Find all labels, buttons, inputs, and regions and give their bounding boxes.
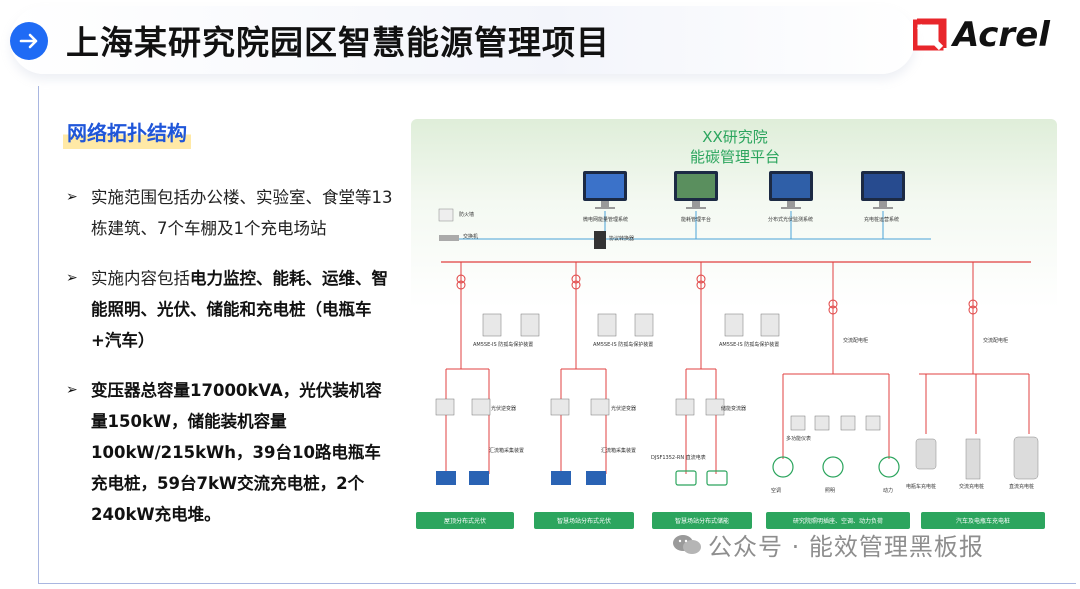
logo-text: Acrel [953,15,1050,55]
section-title: 网络拓扑结构 [63,117,191,149]
combiner-label: 汇流箱采集装置 [601,448,637,454]
watermark: 公众号 · 能效管理黑板报 [672,527,984,562]
category-box: 智慧场站分布式储能 [652,512,752,529]
monitor-icon [769,171,813,209]
monitor-icon [674,171,718,209]
topology-lines [435,171,1039,486]
bullet-item: ➢ 变压器总容量17000kVA，光伏装机容量150kW，储能装机容量100kW… [66,375,396,530]
combiner-label: 汇流箱采集装置 [489,448,525,454]
ac-cabinet-label: 交流配电柜 [983,338,1009,344]
bullet-list: ➢ 实施范围包括办公楼、实验室、食堂等13栋建筑、7个车棚及1个充电场站 ➢ 实… [66,182,396,549]
acrel-logo: Acrel [913,14,1073,56]
diagram-title: XX研究院 能碳管理平台 [671,127,799,167]
ac-cabinet-label: 交流配电柜 [843,338,869,344]
inverter-label: 光伏逆变器 [611,406,637,412]
monitor-label: 分布式光伏监测系统 [768,217,814,223]
load-label: 空调 [771,488,782,494]
charger-label: 电瓶车充电桩 [906,484,937,490]
gateway-icon [594,231,606,249]
inverter-label: 储能变流器 [721,406,747,412]
watermark-text: 公众号 · 能效管理黑板报 [708,533,984,561]
category-box: 研究院照明插座、空调、动力负荷 [766,512,910,529]
load-label: 照明 [825,488,836,494]
bullet-bold-text: 电力监控、能耗、运维、智能照明、光伏、储能和充电桩（电瓶车+汽车） [91,269,388,350]
bullet-text: 实施范围包括办公楼、实验室、食堂等13栋建筑、7个车棚及1个充电场站 [91,188,393,238]
diagram-title-line2: 能碳管理平台 [689,148,780,166]
triangle-bullet-icon: ➢ [66,382,78,398]
bullet-bold-text: 变压器总容量17000kVA，光伏装机容量150kW，储能装机容量100kW/2… [91,381,382,524]
charger-label: 交流充电桩 [959,484,985,490]
title-bar [10,6,915,74]
page-title: 上海某研究院园区智慧能源管理项目 [66,23,610,62]
topology-diagram: XX研究院 能碳管理平台 [411,119,1057,539]
triangle-bullet-icon: ➢ [66,189,78,205]
bullet-item: ➢ 实施内容包括电力监控、能耗、运维、智能照明、光伏、储能和充电桩（电瓶车+汽车… [66,263,396,356]
monitor-label: 充电桩运营系统 [864,217,900,223]
category-box: 汽车及电瓶车充电桩 [921,512,1045,529]
meter-label: AM5SE-IS 防孤岛保护装置 [593,342,654,348]
monitor-label: 微电网能量管理系统 [583,217,629,223]
switch-icon [439,235,459,241]
meter-label: AM5SE-IS 防孤岛保护装置 [473,342,534,348]
charger-label: 直流充电桩 [1009,484,1035,490]
monitor-label: 能耗管理平台 [681,217,712,223]
monitor-icon [583,171,627,209]
header: 上海某研究院园区智慧能源管理项目 Acrel [0,0,1080,80]
load-label: 动力 [883,488,894,494]
acrel-logo-mark-icon [913,18,947,51]
content-frame [38,86,1076,584]
gateway-label: 协议转换器 [609,236,635,242]
triangle-bullet-icon: ➢ [66,270,78,286]
bullet-text: 实施内容包括 [91,269,190,288]
bullet-item: ➢ 实施范围包括办公楼、实验室、食堂等13栋建筑、7个车棚及1个充电场站 [66,182,396,244]
category-box: 屋顶分布式光伏 [416,512,514,529]
firewall-icon [438,208,454,222]
switch-label: 交换机 [463,234,479,240]
diagram-title-line1: XX研究院 [702,128,768,146]
meter-label: 多功能仪表 [786,436,812,442]
firewall-label: 防火墙 [459,212,475,218]
arrow-right-icon [19,33,38,49]
wechat-icon [673,534,701,554]
category-box: 智慧场站分布式光伏 [534,512,634,529]
meter-label: AM5SE-IS 防孤岛保护装置 [719,342,780,348]
arrow-badge [10,22,48,60]
inverter-label: 光伏逆变器 [491,406,517,412]
monitor-icon [861,171,905,209]
storage-label: DJSF1352-RN 直流电表 [651,455,706,461]
